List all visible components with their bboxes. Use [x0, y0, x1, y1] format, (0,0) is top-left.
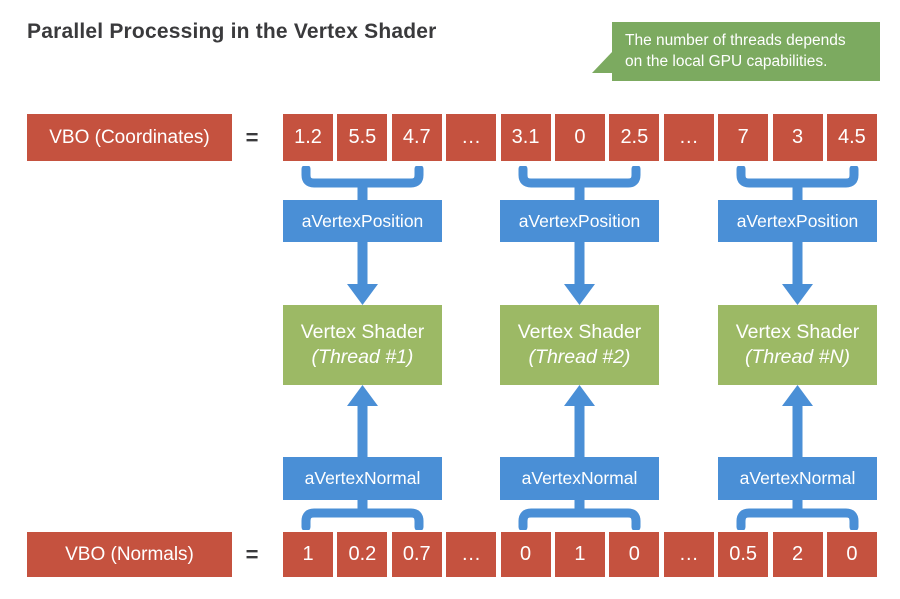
vertex-shader-title: Vertex Shader — [735, 321, 860, 343]
vbo-coordinates-label: VBO (Coordinates) — [27, 114, 232, 161]
vbo-cell-ellipsis: … — [663, 532, 714, 577]
arrow-down-icon — [782, 242, 813, 305]
arrow-down-icon — [564, 242, 595, 305]
vbo-cell-ellipsis: … — [663, 114, 714, 161]
vbo-coordinates-row: 1.2 5.5 4.7 … 3.1 0 2.5 … 7 3 4.5 — [283, 114, 877, 161]
arrow-up-icon — [347, 385, 378, 457]
vbo-cell: 0.2 — [337, 532, 388, 577]
vbo-cell: 4.7 — [391, 114, 442, 161]
vbo-cell-ellipsis: … — [446, 114, 497, 161]
vbo-cell: 0.5 — [718, 532, 769, 577]
vbo-cell: 3.1 — [500, 114, 551, 161]
arrow-up-icon — [782, 385, 813, 457]
vbo-cell: 1 — [554, 532, 605, 577]
vbo-cell: 4.5 — [826, 114, 877, 161]
equals-sign-bottom: = — [245, 541, 259, 567]
vbo-normals-label: VBO (Normals) — [27, 532, 232, 577]
vbo-cell: 0 — [826, 532, 877, 577]
thread-column-2: aVertexPosition Vertex Shader (Thread #2… — [500, 166, 659, 530]
vbo-cell-ellipsis: … — [446, 532, 497, 577]
vbo-cell: 0 — [500, 532, 551, 577]
vertex-shader-title: Vertex Shader — [517, 321, 642, 343]
callout-text: The number of threads depends on the loc… — [625, 32, 846, 71]
avertexposition-box: aVertexPosition — [283, 200, 442, 242]
vertex-shader-thread: (Thread #N) — [744, 346, 851, 368]
group-brace-top-icon — [736, 166, 859, 200]
callout-tail-icon — [592, 52, 612, 73]
group-brace-top-icon — [518, 166, 641, 200]
arrow-up-icon — [564, 385, 595, 457]
avertexnormal-box: aVertexNormal — [500, 457, 659, 500]
vbo-cell: 1.2 — [283, 114, 333, 161]
page-title: Parallel Processing in the Vertex Shader — [27, 20, 437, 43]
arrow-down-icon — [347, 242, 378, 305]
vbo-cell: 1 — [283, 532, 333, 577]
thread-column-1: aVertexPosition Vertex Shader (Thread #1… — [283, 166, 442, 530]
group-brace-bottom-icon — [301, 500, 424, 530]
vbo-normals-row: 1 0.2 0.7 … 0 1 0 … 0.5 2 0 — [283, 532, 877, 577]
vbo-cell: 0.7 — [391, 532, 442, 577]
equals-sign-top: = — [245, 124, 259, 150]
group-brace-bottom-icon — [736, 500, 859, 530]
avertexposition-box: aVertexPosition — [500, 200, 659, 242]
vertex-shader-box: Vertex Shader (Thread #1) — [283, 305, 442, 385]
thread-column-n: aVertexPosition Vertex Shader (Thread #N… — [718, 166, 877, 530]
vertex-shader-title: Vertex Shader — [300, 321, 425, 343]
vbo-cell: 2.5 — [609, 114, 660, 161]
group-brace-top-icon — [301, 166, 424, 200]
avertexposition-box: aVertexPosition — [718, 200, 877, 242]
vbo-cell: 7 — [718, 114, 769, 161]
gpu-note-callout: The number of threads depends on the loc… — [592, 22, 880, 81]
vbo-cell: 0 — [609, 532, 660, 577]
vertex-shader-thread: (Thread #1) — [311, 346, 414, 368]
avertexnormal-box: aVertexNormal — [283, 457, 442, 500]
vbo-cell: 5.5 — [337, 114, 388, 161]
vertex-shader-box: Vertex Shader (Thread #2) — [500, 305, 659, 385]
vertex-shader-box: Vertex Shader (Thread #N) — [718, 305, 877, 385]
group-brace-bottom-icon — [518, 500, 641, 530]
vbo-cell: 2 — [772, 532, 823, 577]
vbo-cell: 0 — [554, 114, 605, 161]
avertexnormal-box: aVertexNormal — [718, 457, 877, 500]
vertex-shader-thread: (Thread #2) — [528, 346, 631, 368]
vbo-cell: 3 — [772, 114, 823, 161]
